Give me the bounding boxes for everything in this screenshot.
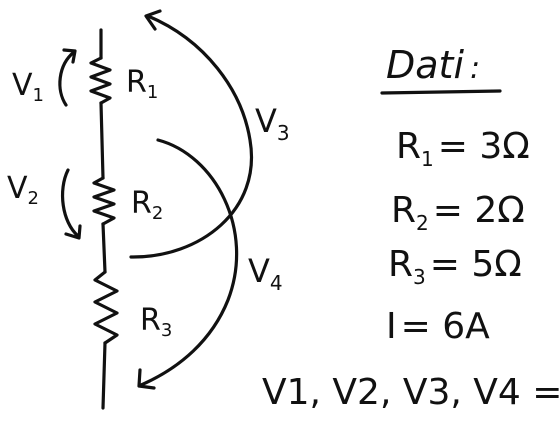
- wire-r1-r2: [99, 101, 105, 180]
- resistor-r2-symbol: [92, 176, 116, 226]
- given-r2: R2= 2Ω: [391, 190, 525, 235]
- voltage-v2-label: V2: [7, 171, 39, 209]
- v4-arrow: [139, 138, 239, 387]
- given-r3: R3= 5Ω: [388, 244, 522, 289]
- resistor-r3-label: R3: [140, 303, 172, 341]
- given-r1: R1= 3Ω: [396, 126, 530, 171]
- v3-arrow: [129, 14, 254, 259]
- wire-bottom: [101, 341, 107, 410]
- resistor-r1-symbol: [89, 56, 112, 105]
- voltage-v3-label: V3: [255, 102, 290, 145]
- voltage-v4-label: V4: [248, 252, 283, 295]
- v4-arrowhead: [137, 368, 156, 390]
- voltage-v1-label: V1: [12, 68, 44, 106]
- v2-arrowhead: [64, 224, 82, 240]
- wire-r2-r3: [101, 222, 107, 274]
- v1-arrowhead: [62, 48, 77, 64]
- resistor-r2-label: R2: [131, 186, 163, 224]
- resistor-r1-label: R1: [126, 65, 158, 103]
- v1-arrow: [58, 50, 76, 107]
- v2-arrow: [60, 168, 80, 238]
- v3-arrowhead: [144, 9, 162, 31]
- given-title: Dati:: [386, 43, 480, 87]
- resistor-r3-symbol: [93, 270, 119, 345]
- given-current: I= 6A: [386, 306, 490, 347]
- question-line: V1, V2, V3, V4 = ?: [262, 372, 559, 413]
- given-title-underline: [380, 89, 502, 95]
